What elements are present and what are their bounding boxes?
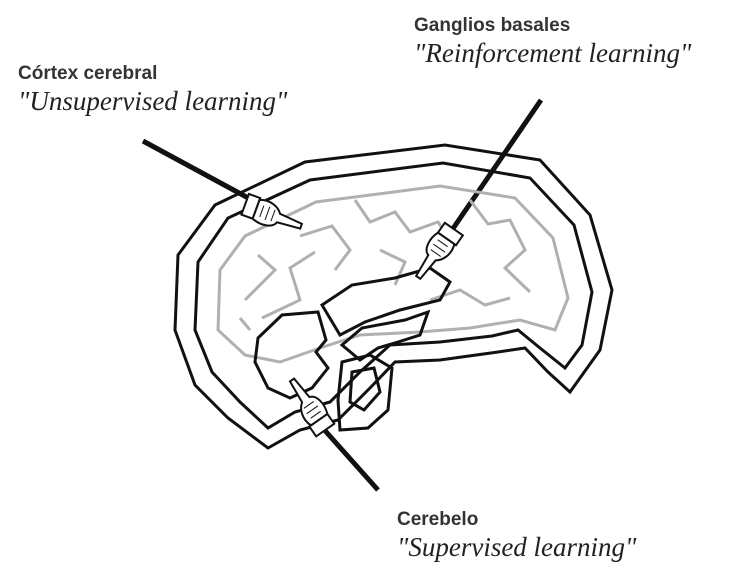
- basal-ganglia-name: Ganglios basales: [414, 14, 691, 38]
- cerebellum-learning-type: "Supervised learning": [397, 532, 636, 562]
- cortex-fold-branch-1: [245, 226, 350, 318]
- cortex-name: Córtex cerebral: [18, 62, 287, 86]
- cortex-pointer-line: [143, 141, 252, 200]
- cortex-label: Córtex cerebral "Unsupervised learning": [18, 62, 287, 116]
- cerebellum-name: Cerebelo: [397, 508, 636, 532]
- pointing-hand-icon: [282, 373, 336, 436]
- pointing-hand-icon: [241, 194, 306, 237]
- brainstem-inner: [350, 368, 380, 410]
- thalamus-region: [342, 312, 428, 360]
- basal-ganglia-learning-type: "Reinforcement learning": [414, 38, 691, 68]
- cerebellum-label: Cerebelo "Supervised learning": [397, 508, 636, 562]
- cerebellum-pointer-line: [320, 425, 378, 490]
- basal-ganglia-label: Ganglios basales "Reinforcement learning…: [414, 14, 691, 68]
- cortex-learning-type: "Unsupervised learning": [18, 86, 287, 116]
